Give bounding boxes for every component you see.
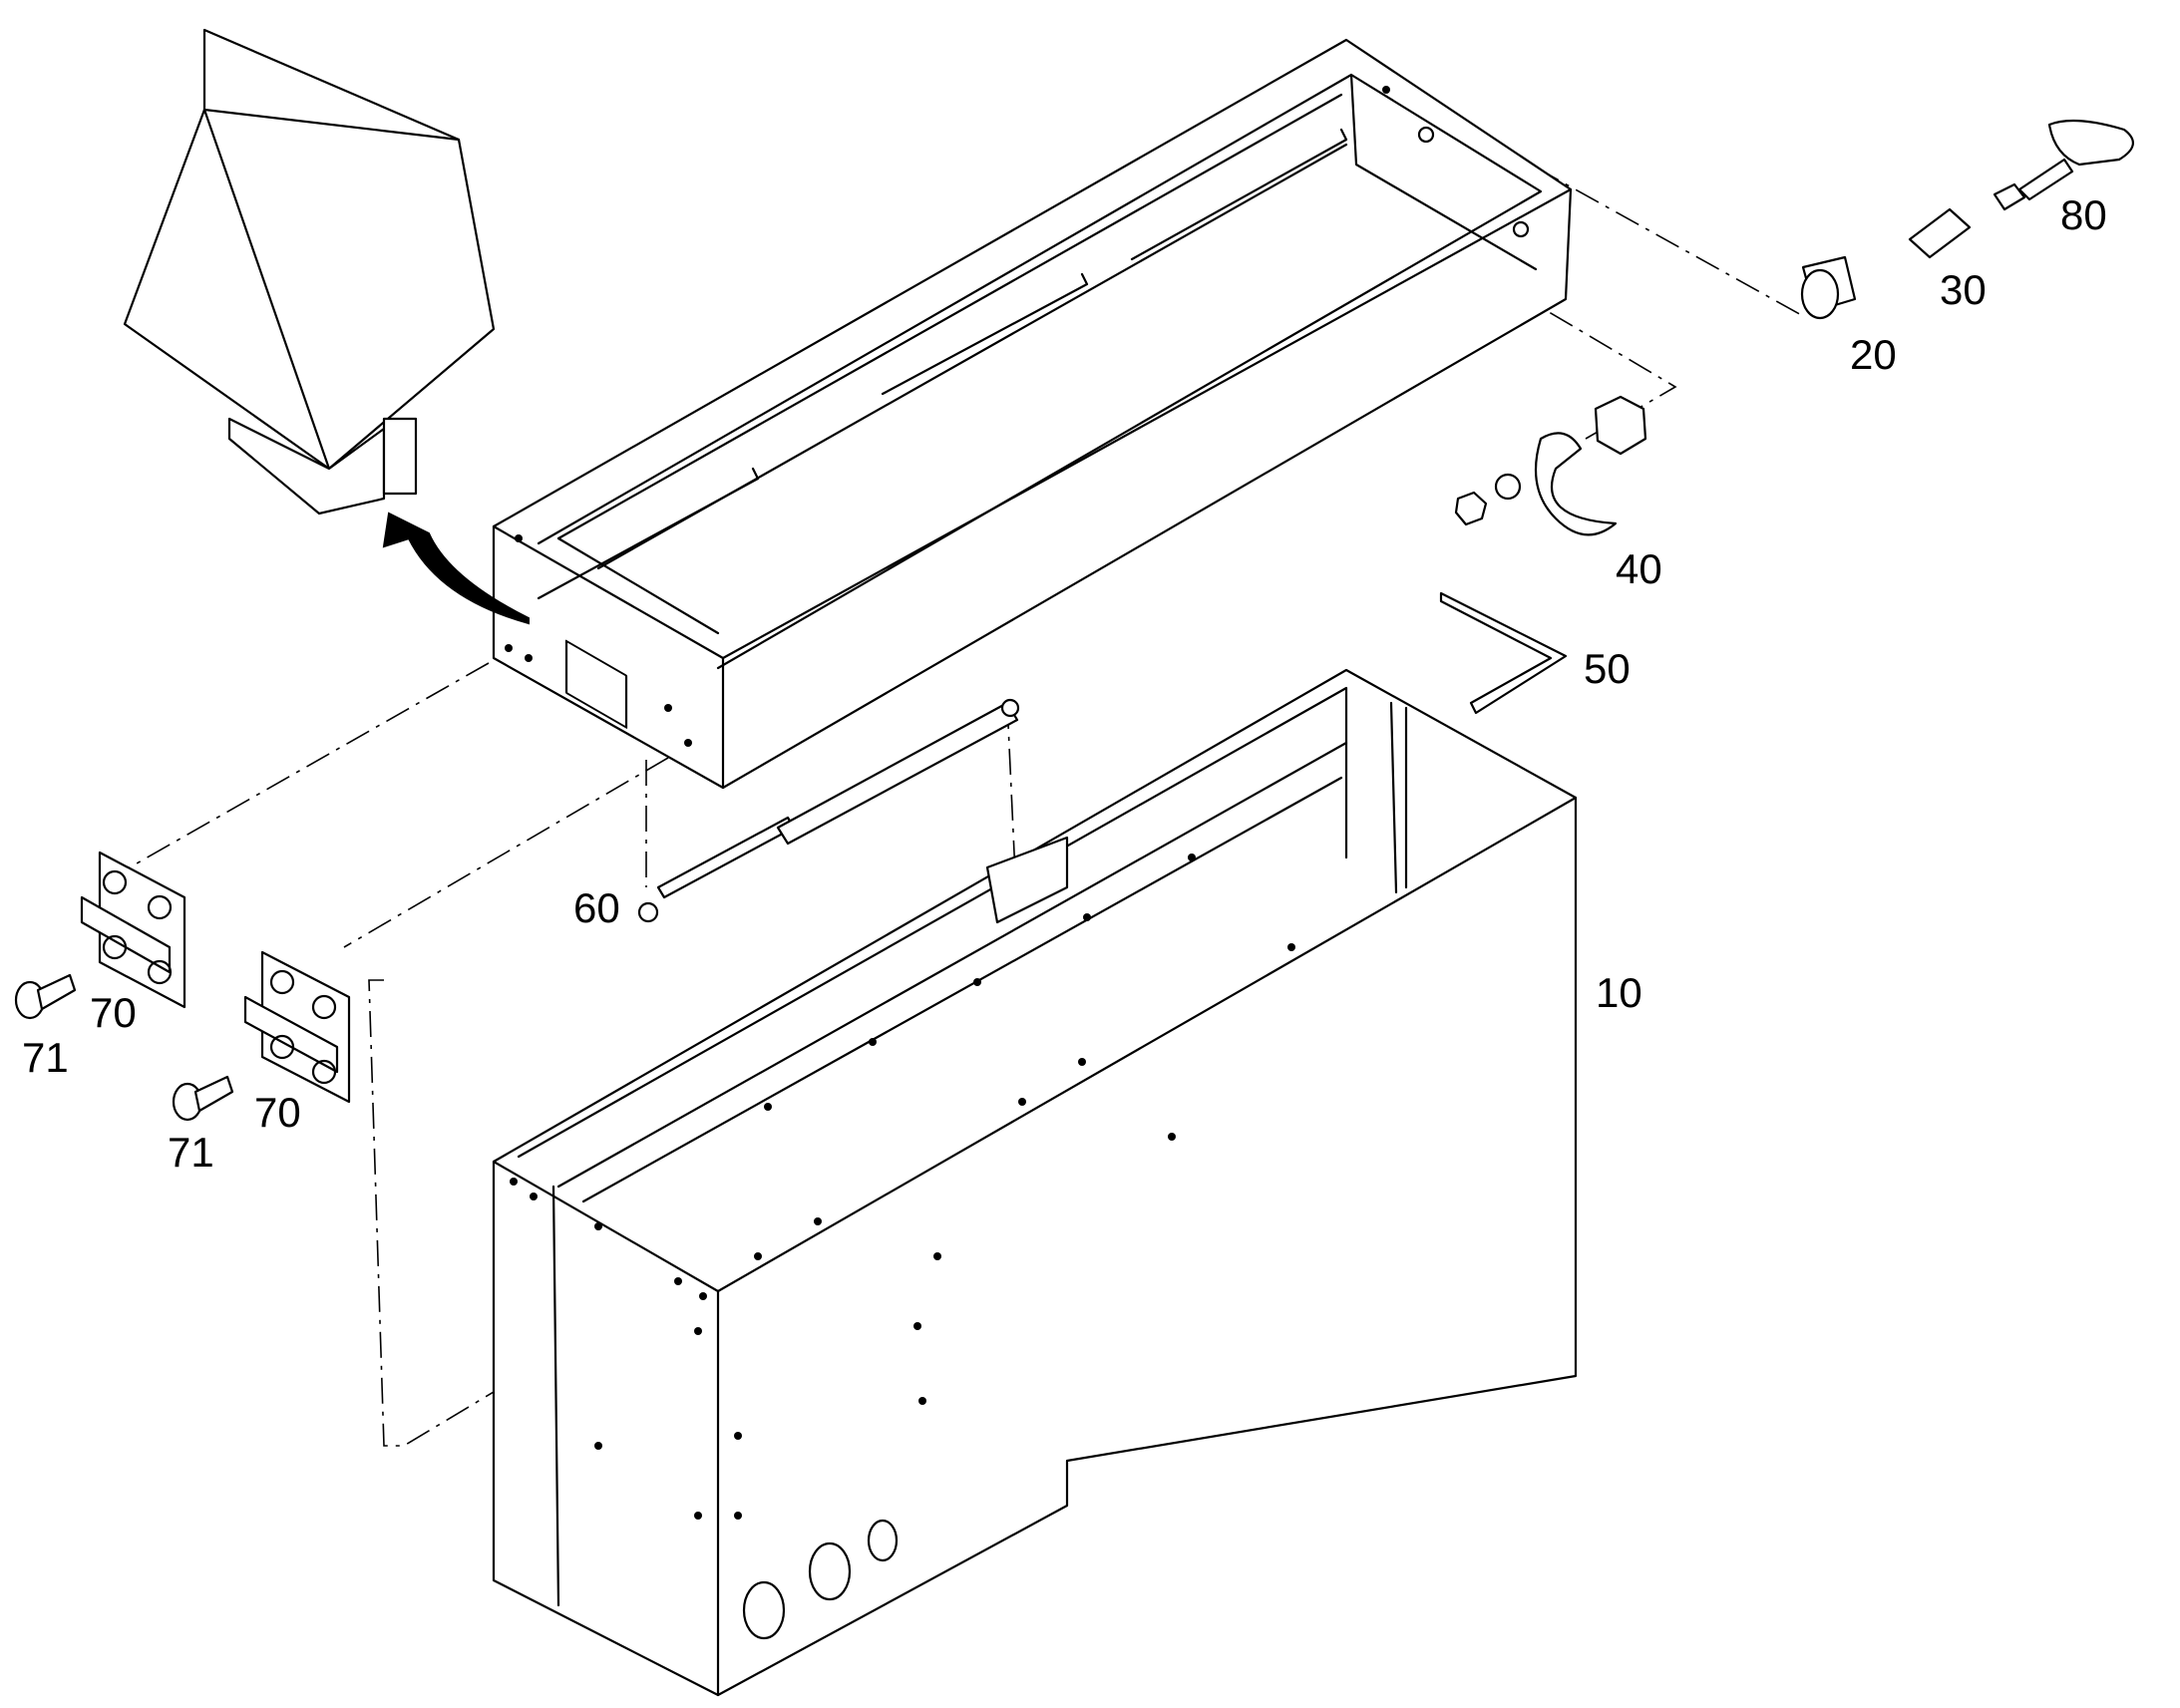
lid-frame-part	[492, 38, 1573, 790]
motor-housing-part	[123, 28, 496, 515]
callouts: 80 30 20 40 50 10 60 70 70 71 71	[22, 191, 2107, 1176]
callout-70-lower: 70	[254, 1089, 301, 1136]
rotation-arrow	[382, 512, 530, 625]
latch-hook-part	[1454, 395, 1647, 536]
callout-71-lower: 71	[168, 1129, 214, 1176]
cabinet-box-part	[492, 668, 1578, 1697]
callout-50: 80	[2060, 191, 2107, 238]
callout-40: 40	[1616, 545, 1662, 592]
callout-70-upper: 70	[90, 989, 137, 1036]
callout-80: 50	[1584, 645, 1631, 692]
callout-10: 10	[1596, 969, 1642, 1016]
callout-30: 30	[1940, 266, 1987, 313]
screw-parts	[14, 973, 234, 1122]
gas-spring-part	[637, 698, 1020, 923]
lock-assembly-part	[1800, 119, 2134, 320]
hinge-parts	[80, 851, 351, 1104]
wire-bracket-part	[1439, 591, 1568, 715]
callout-60: 60	[573, 884, 620, 931]
callout-20: 20	[1850, 331, 1897, 378]
callout-71-upper: 71	[22, 1034, 69, 1081]
